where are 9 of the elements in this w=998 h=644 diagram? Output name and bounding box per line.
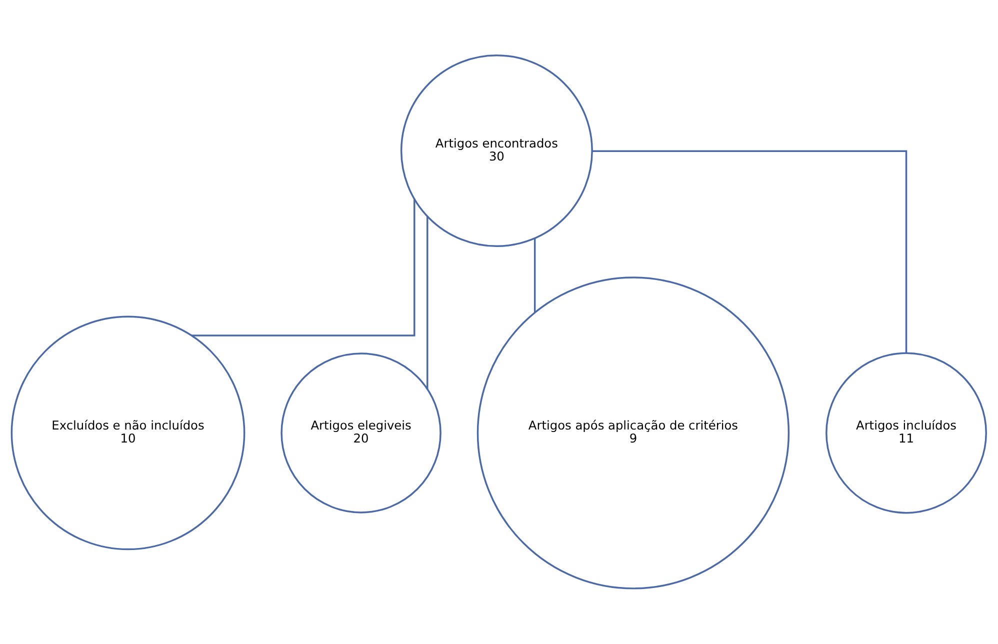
node-circle: Excluídos e não incluídos 10: [10, 316, 246, 550]
node-circle: Artigos elegiveis 20: [280, 352, 442, 514]
node-circle: Artigos encontrados 30: [400, 54, 593, 248]
node-circle: Artigos incluídos 11: [826, 352, 987, 514]
node-circle: Artigos após aplicação de critérios 9: [476, 276, 790, 590]
connector: [426, 216, 428, 390]
connector: [534, 238, 536, 312]
connector: [192, 198, 416, 336]
connector: [592, 150, 908, 353]
